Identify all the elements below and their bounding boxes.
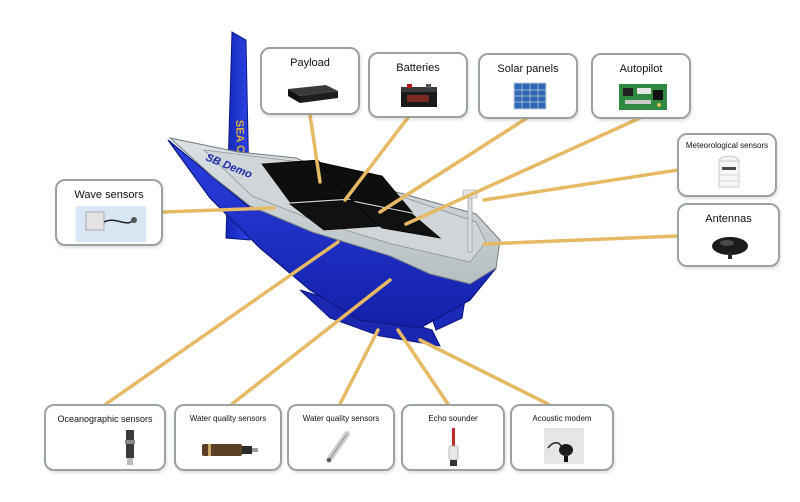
wave-sensors-box: Wave sensors: [55, 179, 163, 246]
batteries-label: Batteries: [396, 62, 440, 74]
solar-panel-4: [350, 201, 442, 239]
battery-icon: [401, 84, 437, 107]
connector-lines: [104, 113, 680, 406]
connector-acoustic: [418, 338, 550, 406]
solar-panels-label: Solar panels: [497, 63, 559, 75]
antennas-label: Antennas: [705, 213, 752, 225]
echo-sounder-box: Echo sounder: [401, 404, 505, 471]
water-quality-sensors-label-2: Water quality sensors: [302, 414, 380, 423]
antennas-box: Antennas: [677, 203, 780, 267]
echo-sounder-label: Echo sounder: [428, 414, 478, 423]
payload-box: Payload: [260, 47, 360, 115]
meteorological-sensors-label: Meteorological sensors: [685, 141, 769, 150]
wave-sensor-icon: [76, 206, 146, 242]
connector-antennas: [482, 234, 680, 246]
ctd-probe-icon: [125, 430, 135, 465]
payload-label: Payload: [290, 57, 330, 69]
batteries-box: Batteries: [368, 52, 468, 118]
connector-oceanographic: [104, 240, 340, 406]
circuit-board-icon: [619, 84, 667, 110]
probe-pen-icon: [326, 431, 350, 463]
oceanographic-sensors-label: Oceanographic sensors: [57, 414, 153, 424]
solar-panels-box: Solar panels: [478, 53, 578, 119]
solar-panel-2: [316, 161, 414, 213]
acoustic-modem-label: Acoustic modem: [532, 414, 592, 423]
acoustic-modem-box: Acoustic modem: [510, 404, 614, 471]
payload-device-icon: [288, 85, 338, 103]
connector-solar-panels: [378, 116, 529, 214]
antenna-puck-icon: [712, 237, 748, 259]
connector-water-quality-2: [338, 328, 380, 406]
water-quality-sensors-box-2: Water quality sensors: [287, 404, 395, 471]
connector-wave: [161, 206, 276, 214]
connector-meteorological: [482, 168, 680, 202]
transducer-icon: [448, 428, 459, 466]
connector-payload: [308, 113, 322, 184]
connector-autopilot: [404, 116, 642, 226]
water-quality-sensors-label-1: Water quality sensors: [189, 414, 267, 423]
oceanographic-sensors-box: Oceanographic sensors: [44, 404, 166, 471]
meteorological-sensors-box: Meteorological sensors: [677, 133, 777, 197]
autopilot-label: Autopilot: [619, 63, 663, 75]
modem-icon: [544, 428, 584, 464]
connector-water-quality-1: [230, 278, 392, 406]
wave-sensors-label: Wave sensors: [74, 189, 144, 201]
water-quality-sensors-box-1: Water quality sensors: [174, 404, 282, 471]
mast: [467, 195, 473, 253]
autopilot-box: Autopilot: [591, 53, 691, 119]
weather-station-icon: [718, 155, 740, 188]
solar-panel-icon: [513, 82, 547, 110]
connector-batteries: [343, 113, 412, 202]
connector-echo: [396, 328, 450, 406]
sonde-icon: [202, 444, 258, 456]
